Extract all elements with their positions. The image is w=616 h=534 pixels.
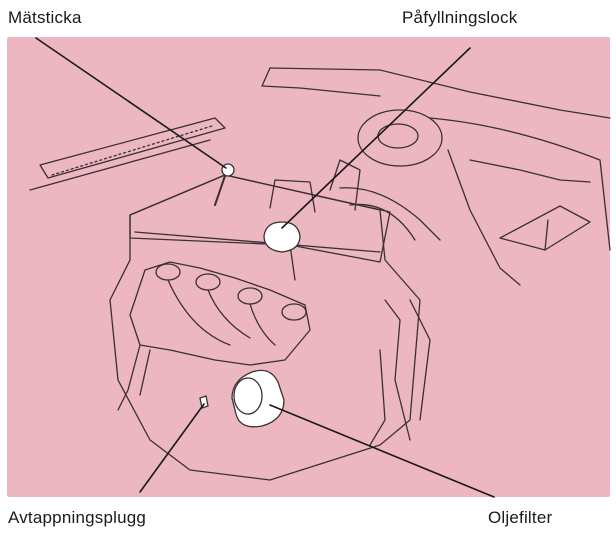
dipstick-leader xyxy=(36,38,226,168)
oil-filter-leader xyxy=(270,405,494,497)
air-cleaner xyxy=(358,110,442,166)
hood-outline xyxy=(270,68,610,118)
exhaust-manifold xyxy=(130,262,310,365)
filler-cap xyxy=(264,222,300,252)
oil-filter-label: Oljefilter xyxy=(488,508,552,528)
drain-plug-label: Avtappningsplugg xyxy=(8,508,146,528)
fender-outline xyxy=(430,118,610,250)
engine-block xyxy=(110,175,420,480)
drain-plug xyxy=(200,396,208,408)
drain-plug-leader xyxy=(140,404,204,492)
